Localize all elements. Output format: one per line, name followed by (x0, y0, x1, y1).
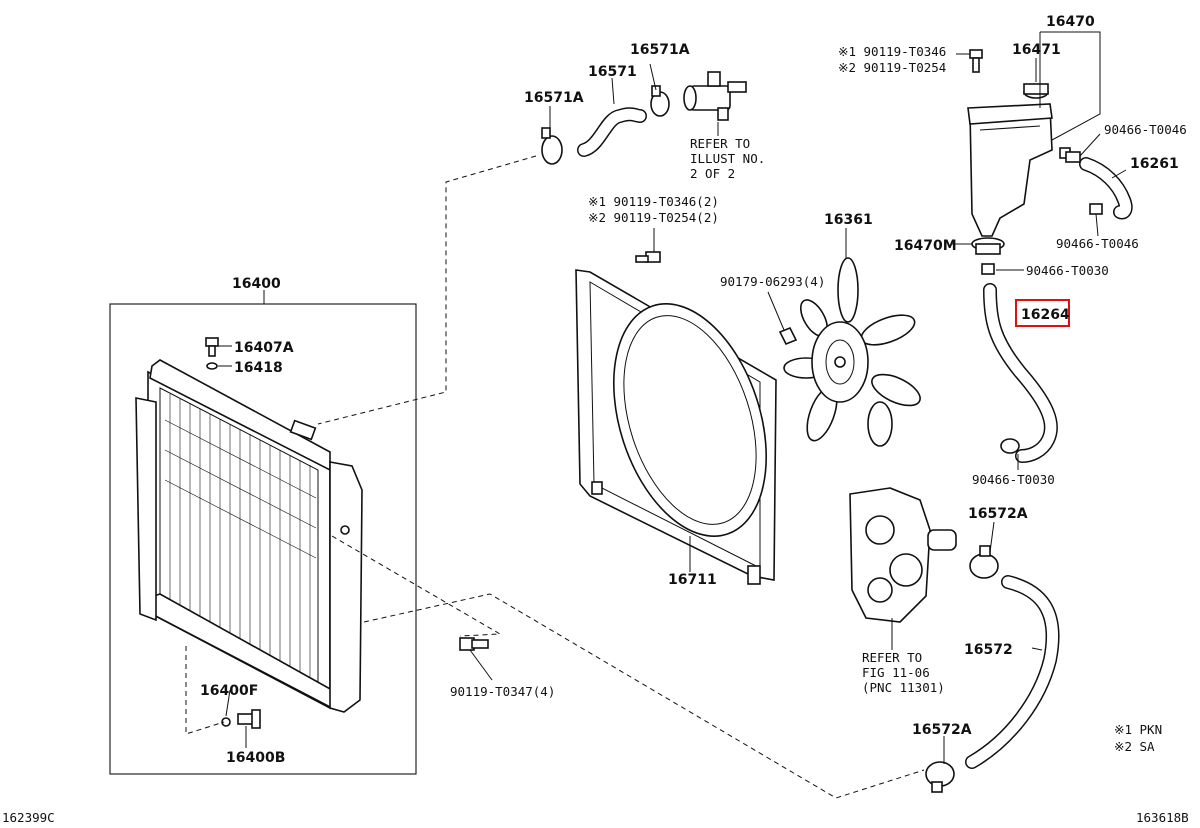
hose-16264[interactable] (983, 283, 1058, 463)
hose-clamp-16572A-bottom[interactable] (925, 761, 955, 793)
cap-16470M[interactable] (971, 237, 1005, 255)
legend-pkn: ※1 PKN (1114, 722, 1162, 737)
drain-cock-16400B[interactable] (237, 709, 261, 729)
label-16572A-right: 16572A (968, 506, 1028, 522)
label-16571: 16571 (588, 64, 637, 80)
lower-hose-16572[interactable] (965, 575, 1060, 769)
label-16407A: 16407A (234, 340, 294, 356)
radiator-16400[interactable] (135, 359, 363, 713)
highlight-box-16264 (1015, 299, 1070, 327)
diagram-code-right: 163618B (1136, 810, 1189, 825)
reserve-tank-16470[interactable] (967, 103, 1071, 237)
hose-clamp-16571A-left[interactable] (541, 127, 563, 165)
refer-fig-line1: REFER TO (862, 650, 922, 665)
label-16264[interactable]: 16264 (1021, 307, 1070, 323)
timing-cover[interactable] (849, 487, 957, 623)
label-16470M: 16470M (894, 238, 957, 254)
diagram-code-left: 162399C (2, 810, 55, 825)
label-16261: 16261 (1130, 156, 1179, 172)
clip-t0030-b[interactable] (1000, 438, 1020, 454)
label-16572A-bottom: 16572A (912, 722, 972, 738)
clip-t0046-a[interactable] (1065, 151, 1081, 163)
label-16418: 16418 (234, 360, 283, 376)
bolt-0254-tank: ※2 90119-T0254 (838, 60, 946, 75)
clip-t0030-a-label: 90466-T0030 (1026, 263, 1109, 278)
refer-fig-line2: FIG 11-06 (862, 665, 930, 680)
refer-illust-line1: REFER TO (690, 136, 750, 151)
clip-t0030-b-label: 90466-T0030 (972, 472, 1055, 487)
tank-bolt[interactable] (969, 49, 983, 73)
label-16711: 16711 (668, 572, 717, 588)
fan-shroud-16711[interactable] (575, 269, 794, 585)
fan-16361[interactable] (783, 257, 925, 447)
o-ring-16418[interactable] (206, 362, 218, 370)
label-16400B: 16400B (226, 750, 285, 766)
legend-sa: ※2 SA (1114, 739, 1155, 754)
plug-16407A[interactable] (205, 337, 219, 357)
label-16400: 16400 (232, 276, 281, 292)
dashed-link-upper-hose (317, 155, 537, 425)
refer-fig-line3: (PNC 11301) (862, 680, 945, 695)
refer-illust-line3: 2 OF 2 (690, 166, 735, 181)
clip-t0046-b-label: 90466-T0046 (1056, 236, 1139, 251)
label-16471: 16471 (1012, 42, 1061, 58)
water-outlet-fitting[interactable] (683, 71, 747, 121)
bolt-0254-shroud: ※2 90119-T0254(2) (588, 210, 719, 225)
label-16470: 16470 (1046, 14, 1095, 30)
label-16361: 16361 (824, 212, 873, 228)
dashed-link-bolt (331, 535, 502, 637)
hose-16261[interactable] (1079, 157, 1133, 220)
hose-clamp-16571A-top[interactable] (650, 85, 670, 117)
radiator-core (164, 394, 317, 682)
dashed-link-lower-hose (363, 593, 925, 799)
radiator-group-frame (109, 303, 417, 775)
label-16571A-top: 16571A (630, 42, 690, 58)
radiator-group: 16400 16407A 16418 16400F 16400B (109, 276, 417, 775)
label-16400F: 16400F (200, 683, 258, 699)
shroud-bolt[interactable] (635, 251, 661, 263)
nut-06293: 90179-06293(4) (720, 274, 825, 289)
bolt-0346-shroud: ※1 90119-T0346(2) (588, 194, 719, 209)
clip-t0046-b[interactable] (1089, 203, 1103, 215)
upper-hose-16571[interactable] (577, 107, 647, 157)
clip-t0046-a-label: 90466-T0046 (1104, 122, 1187, 137)
bolt-0346-tank: ※1 90119-T0346 (838, 44, 946, 59)
bolt-90119-T0347[interactable] (459, 637, 489, 651)
label-16571A-left: 16571A (524, 90, 584, 106)
bolt-0347: 90119-T0347(4) (450, 684, 555, 699)
gasket-16400F[interactable] (221, 717, 231, 727)
refer-illust-line2: ILLUST NO. (690, 151, 765, 166)
tank-cap-16471[interactable] (1023, 83, 1049, 99)
label-16572: 16572 (964, 642, 1013, 658)
nut-90179-06293[interactable] (778, 326, 798, 346)
clip-t0030-a[interactable] (981, 263, 995, 275)
hose-clamp-16572A-right[interactable] (969, 545, 999, 579)
